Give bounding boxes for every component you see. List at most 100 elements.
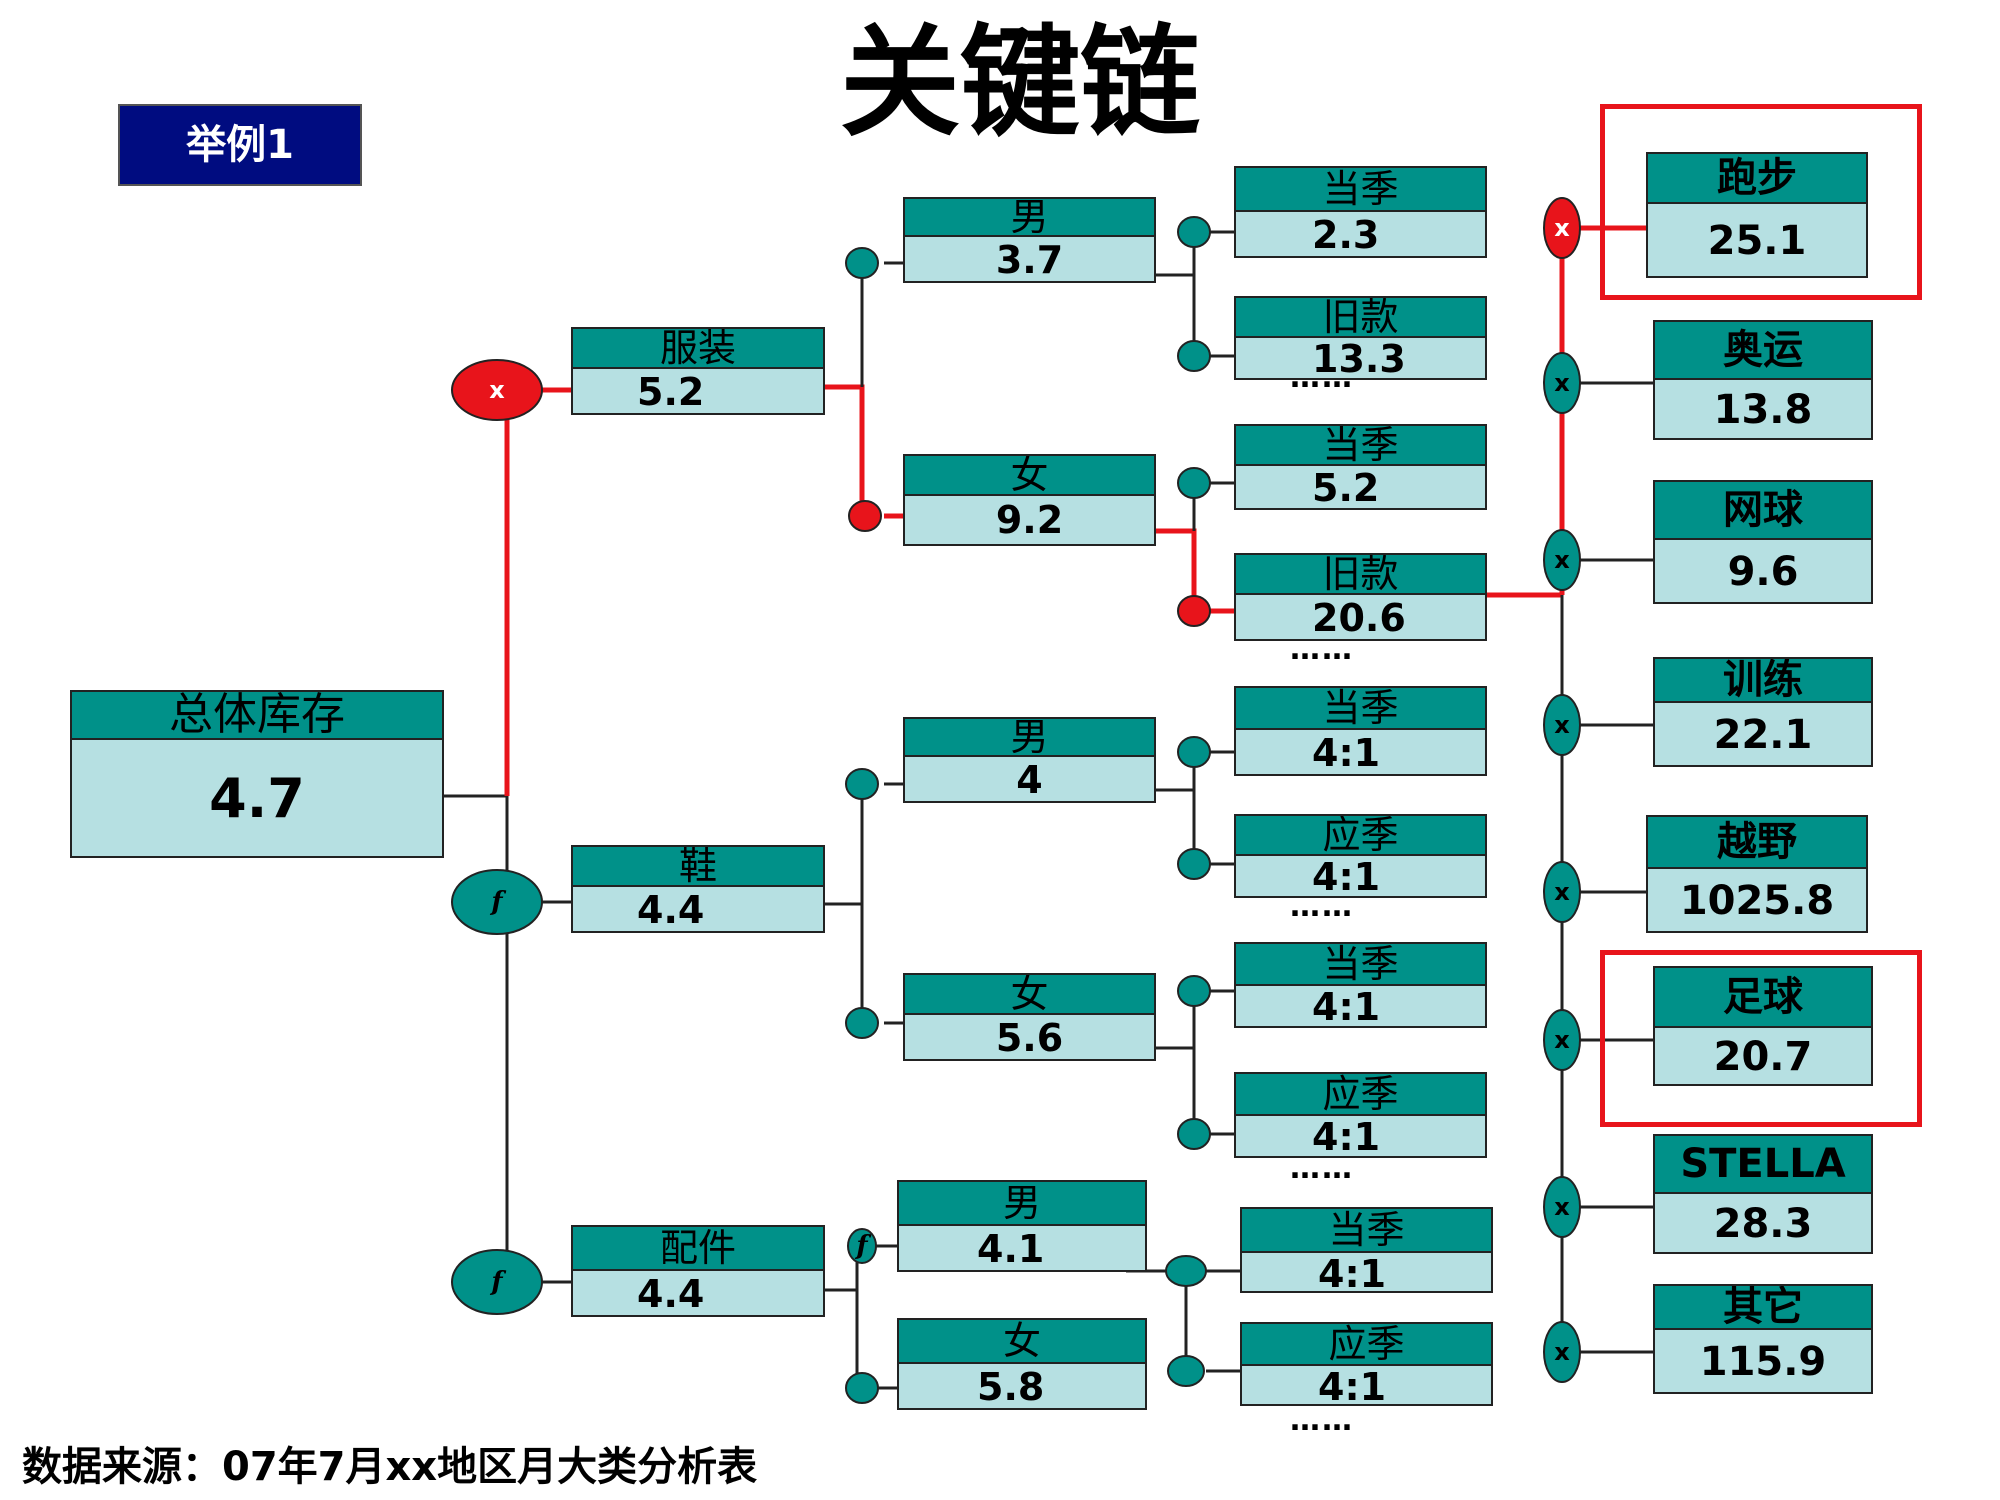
node-shape (848, 500, 882, 532)
junction-node (1165, 1255, 1207, 1287)
level2-value: 5.8 (977, 1365, 1045, 1409)
level4-value: 13.8 (1713, 387, 1813, 433)
connector-line (860, 261, 870, 387)
level4-box: 训练 22.1 (1653, 657, 1873, 767)
level3-name: 当季 (1236, 944, 1485, 986)
node-shape (1177, 975, 1211, 1007)
level3-value: 4:1 (1312, 731, 1381, 775)
level4-value: 28.3 (1713, 1201, 1813, 1247)
level3-value: 4:1 (1318, 1252, 1387, 1296)
level4-box: 跑步 25.1 (1646, 152, 1868, 278)
level3-value: 4:1 (1312, 855, 1381, 899)
node-shape (1543, 861, 1581, 923)
root-value: 4.7 (209, 767, 305, 830)
node-shape (1165, 1255, 1207, 1287)
operator-node: f (451, 869, 543, 935)
node-shape (451, 1249, 543, 1315)
level3-name: 旧款 (1236, 298, 1485, 338)
level4-value: 20.7 (1713, 1034, 1813, 1080)
level3-box: 旧款 13.3 (1234, 296, 1487, 380)
highlight-frame-running (1600, 104, 1922, 300)
operator-node: f (451, 1249, 543, 1315)
node-shape (451, 869, 543, 935)
level2-value: 5.6 (995, 1016, 1064, 1060)
node-shape (1177, 216, 1211, 248)
level3-value: 5.2 (1312, 466, 1380, 510)
more-indicator: …… (1290, 632, 1354, 667)
operator-label: f (489, 887, 506, 917)
node-shape (1543, 352, 1581, 414)
level4-box: 奥运 13.8 (1653, 320, 1873, 440)
operator-label: x (1554, 711, 1570, 739)
node-shape (1177, 467, 1211, 499)
junction-node (1177, 848, 1211, 880)
level1-value: 4.4 (637, 1272, 705, 1316)
level4-value: 1025.8 (1679, 878, 1835, 924)
level4-box: 越野 1025.8 (1646, 815, 1868, 933)
operator-node: x (1543, 694, 1581, 756)
level3-box: 应季 4:1 (1240, 1322, 1493, 1408)
level4-value: 115.9 (1699, 1339, 1827, 1385)
junction-node (1167, 1355, 1205, 1387)
junction-node (1177, 595, 1211, 627)
level4-name: 训练 (1655, 659, 1871, 703)
level1-name: 服装 (573, 329, 823, 369)
junction-node (1177, 1118, 1211, 1150)
level2-box: 女 5.8 (897, 1318, 1147, 1410)
level1-box-shoes: 鞋 4.4 (571, 845, 825, 933)
operator-label: x (1554, 1193, 1570, 1221)
level3-name: 当季 (1236, 168, 1485, 212)
node-shape (845, 1372, 879, 1404)
level3-value: 4:1 (1312, 985, 1381, 1029)
level4-value: 22.1 (1713, 712, 1813, 758)
operator-node: x (1543, 1009, 1581, 1071)
level1-box-accessories: 配件 4.4 (571, 1225, 825, 1317)
node-shape (1177, 340, 1211, 372)
level2-name: 女 (905, 456, 1154, 496)
junction-node (845, 247, 879, 279)
more-indicator: …… (1290, 889, 1354, 924)
level4-name: 跑步 (1648, 154, 1866, 204)
connector-line (825, 384, 870, 519)
level3-name: 应季 (1236, 1074, 1485, 1116)
level3-name: 当季 (1242, 1209, 1491, 1253)
level3-box: 当季 2.3 (1234, 166, 1487, 258)
node-shape (847, 1228, 877, 1264)
level1-box-apparel: 服装 5.2 (571, 327, 825, 415)
example-tag: 举例1 (118, 104, 362, 186)
junction-node (845, 1372, 879, 1404)
level2-box: 男 4 (903, 717, 1156, 803)
junction-node (845, 1007, 879, 1039)
operator-node: x (1543, 1176, 1581, 1238)
level3-name: 当季 (1236, 426, 1485, 466)
root-name: 总体库存 (72, 692, 442, 740)
node-shape (1543, 529, 1581, 591)
more-indicator: …… (1290, 360, 1354, 395)
level4-box: STELLA 28.3 (1653, 1134, 1873, 1254)
level2-name: 男 (905, 719, 1154, 757)
level4-name: 网球 (1655, 482, 1871, 540)
level3-box: 应季 4:1 (1234, 814, 1487, 898)
node-shape (1177, 595, 1211, 627)
connector-line (860, 904, 870, 1025)
junction-node (848, 500, 882, 532)
level4-box: 其它 115.9 (1653, 1284, 1873, 1394)
highlight-frame-football (1600, 950, 1922, 1127)
level2-name: 女 (899, 1320, 1145, 1364)
operator-label: x (1554, 369, 1570, 397)
node-shape (1177, 1118, 1211, 1150)
level4-name: 奥运 (1655, 322, 1871, 380)
data-source-note: 数据来源：07年7月xx地区月大类分析表 (22, 1444, 758, 1490)
junction-node (1177, 340, 1211, 372)
level1-name: 配件 (573, 1227, 823, 1271)
level3-value: 4:1 (1312, 1115, 1381, 1159)
node-shape (1167, 1355, 1205, 1387)
level3-value: 20.6 (1312, 596, 1406, 640)
node-shape (1177, 736, 1211, 768)
level1-value: 4.4 (637, 888, 705, 932)
level2-box: 男 4.1 (897, 1180, 1147, 1272)
level3-box: 当季 5.2 (1234, 424, 1487, 510)
node-shape (1543, 1176, 1581, 1238)
node-shape (1177, 848, 1211, 880)
